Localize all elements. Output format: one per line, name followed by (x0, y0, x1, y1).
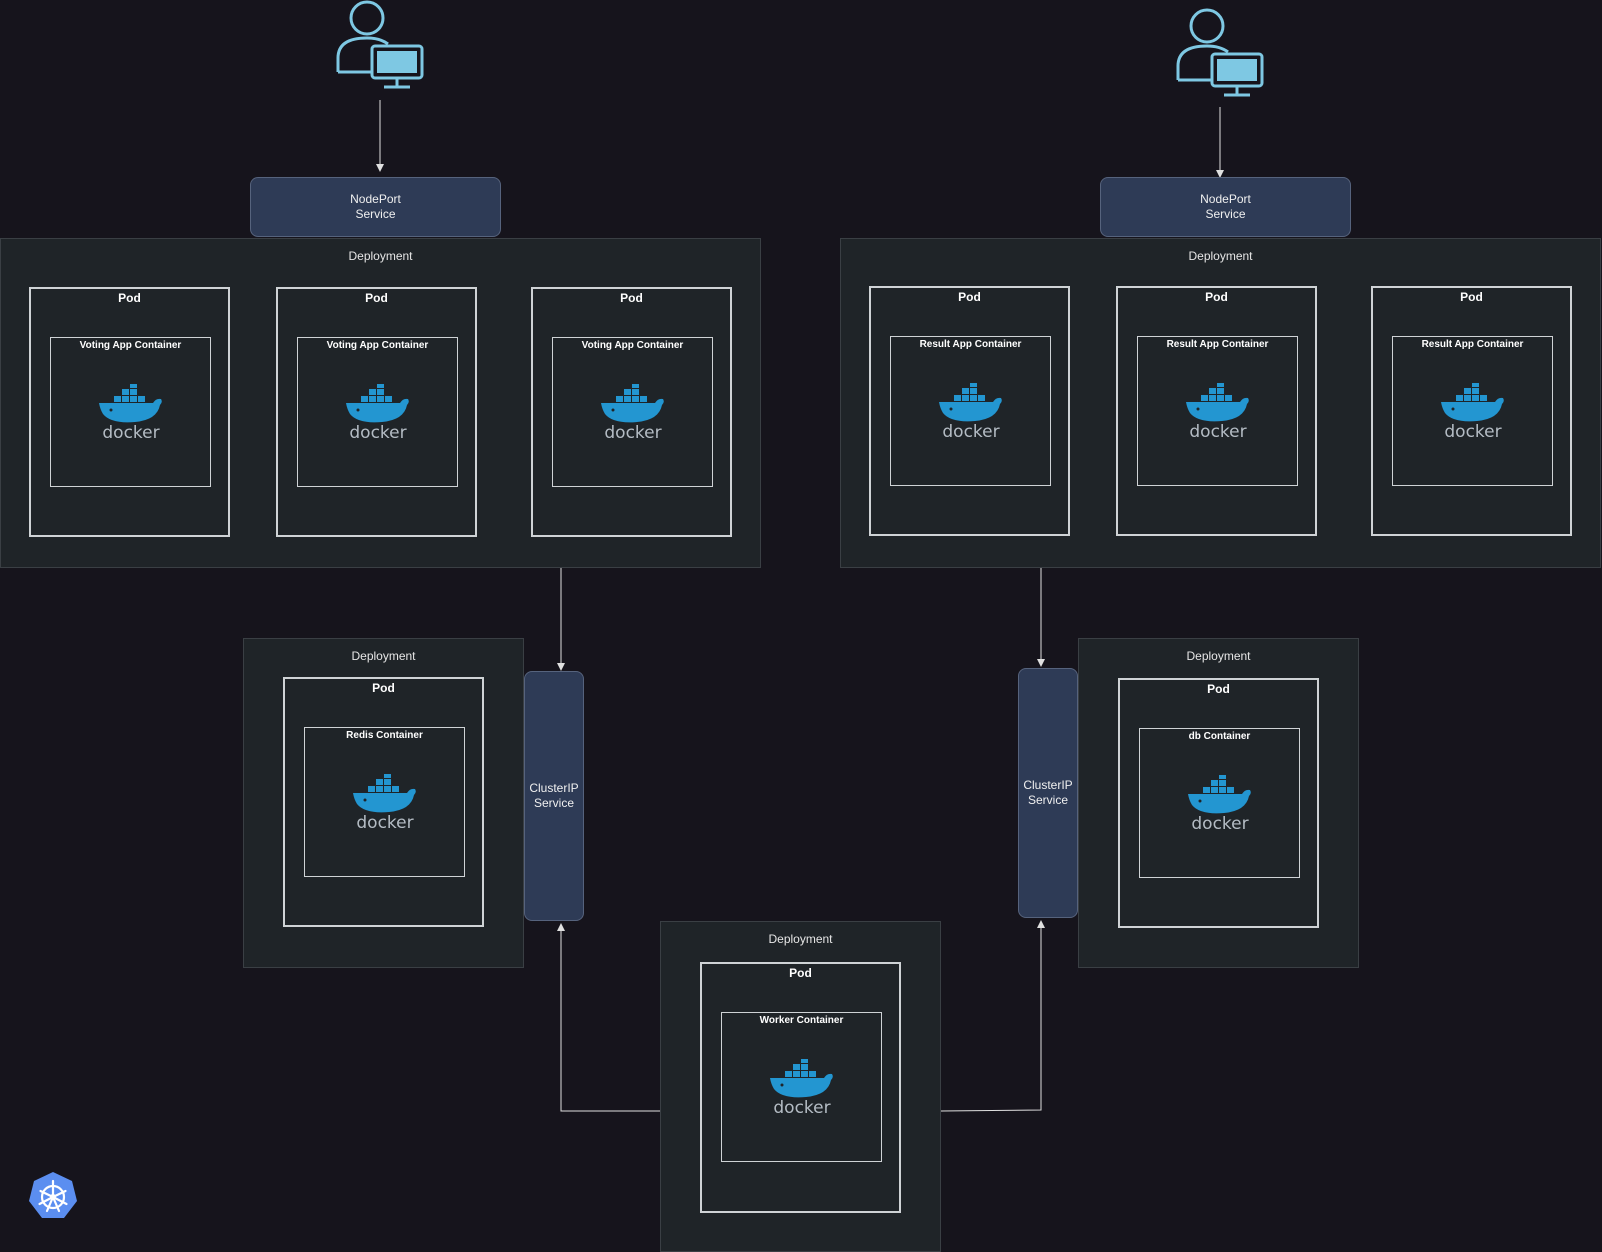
clusterip-service-redis[interactable]: ClusterIP Service (524, 671, 584, 921)
docker-whale-icon: docker (601, 384, 664, 440)
deployment-result-app[interactable]: Deployment Pod Result App Container dock… (840, 238, 1601, 568)
arrow-worker-to-clusterip-left (557, 923, 660, 1112)
arrow-worker-to-clusterip-right (940, 920, 1045, 1112)
container-label: Voting App Container (79, 340, 182, 351)
docker-whale-icon: docker (939, 383, 1002, 439)
deployment-label: Deployment (1188, 249, 1253, 263)
deployment-label: Deployment (348, 249, 413, 263)
deployment-voting-app[interactable]: Deployment Pod Voting App Container dock… (0, 238, 761, 568)
container-label: Worker Container (759, 1015, 844, 1026)
docker-wordmark: docker (102, 423, 159, 440)
deployment-redis[interactable]: Deployment Pod Redis Container docker (243, 638, 524, 968)
docker-wordmark: docker (1189, 422, 1246, 439)
deployment-label: Deployment (1186, 649, 1251, 663)
voting-app-container[interactable]: Voting App Container docker (297, 337, 458, 487)
pod-label: Pod (372, 681, 395, 695)
pod-label: Pod (1460, 290, 1483, 304)
pod[interactable]: Pod Worker Container docker (700, 962, 901, 1213)
docker-whale-icon: docker (346, 384, 409, 440)
result-app-container[interactable]: Result App Container docker (1392, 336, 1553, 486)
docker-whale-icon: docker (99, 384, 162, 440)
result-app-container[interactable]: Result App Container docker (1137, 336, 1298, 486)
db-container[interactable]: db Container docker (1139, 728, 1300, 878)
voting-app-container[interactable]: Voting App Container docker (50, 337, 211, 487)
pod[interactable]: Pod Result App Container docker (1371, 286, 1572, 536)
container-label: Voting App Container (581, 340, 684, 351)
pod-label: Pod (1207, 682, 1230, 696)
result-app-container[interactable]: Result App Container docker (890, 336, 1051, 486)
docker-whale-icon: docker (353, 774, 416, 830)
pod-label: Pod (1205, 290, 1228, 304)
docker-whale-icon: docker (1188, 775, 1251, 831)
docker-wordmark: docker (349, 423, 406, 440)
pod[interactable]: Pod Voting App Container docker (276, 287, 477, 537)
docker-wordmark: docker (1191, 814, 1248, 831)
clusterip-service-db[interactable]: ClusterIP Service (1018, 668, 1078, 918)
docker-wordmark: docker (773, 1098, 830, 1115)
pod[interactable]: Pod Voting App Container docker (531, 287, 732, 537)
pod-label: Pod (789, 966, 812, 980)
deployment-db[interactable]: Deployment Pod db Container docker (1078, 638, 1359, 968)
pod-label: Pod (620, 291, 643, 305)
pod[interactable]: Pod Voting App Container docker (29, 287, 230, 537)
docker-wordmark: docker (604, 423, 661, 440)
container-label: Voting App Container (326, 340, 429, 351)
pod[interactable]: Pod Result App Container docker (869, 286, 1070, 536)
docker-whale-icon: docker (1441, 383, 1504, 439)
docker-whale-icon: docker (1186, 383, 1249, 439)
pod[interactable]: Pod Result App Container docker (1116, 286, 1317, 536)
container-label: db Container (1188, 731, 1251, 742)
voting-app-container[interactable]: Voting App Container docker (552, 337, 713, 487)
pod[interactable]: Pod Redis Container docker (283, 677, 484, 927)
container-label: Result App Container (1421, 339, 1524, 350)
deployment-label: Deployment (351, 649, 416, 663)
pod-label: Pod (958, 290, 981, 304)
container-label: Redis Container (346, 730, 423, 741)
container-label: Result App Container (919, 339, 1022, 350)
nodeport-service-voting[interactable]: NodePort Service (250, 177, 501, 237)
user-computer-icon (1176, 8, 1264, 97)
pod-label: Pod (365, 291, 388, 305)
docker-whale-icon: docker (770, 1059, 833, 1115)
container-label: Result App Container (1166, 339, 1269, 350)
docker-wordmark: docker (1444, 422, 1501, 439)
docker-wordmark: docker (942, 422, 999, 439)
redis-container[interactable]: Redis Container docker (304, 727, 465, 877)
worker-container[interactable]: Worker Container docker (721, 1012, 882, 1162)
nodeport-service-result[interactable]: NodePort Service (1100, 177, 1351, 237)
docker-wordmark: docker (356, 813, 413, 830)
user-computer-icon (336, 0, 424, 89)
deployment-label: Deployment (768, 932, 833, 946)
pod[interactable]: Pod db Container docker (1118, 678, 1319, 928)
kubernetes-helm-icon (29, 1172, 77, 1218)
deployment-worker[interactable]: Deployment Pod Worker Container docker (660, 921, 941, 1252)
pod-label: Pod (118, 291, 141, 305)
